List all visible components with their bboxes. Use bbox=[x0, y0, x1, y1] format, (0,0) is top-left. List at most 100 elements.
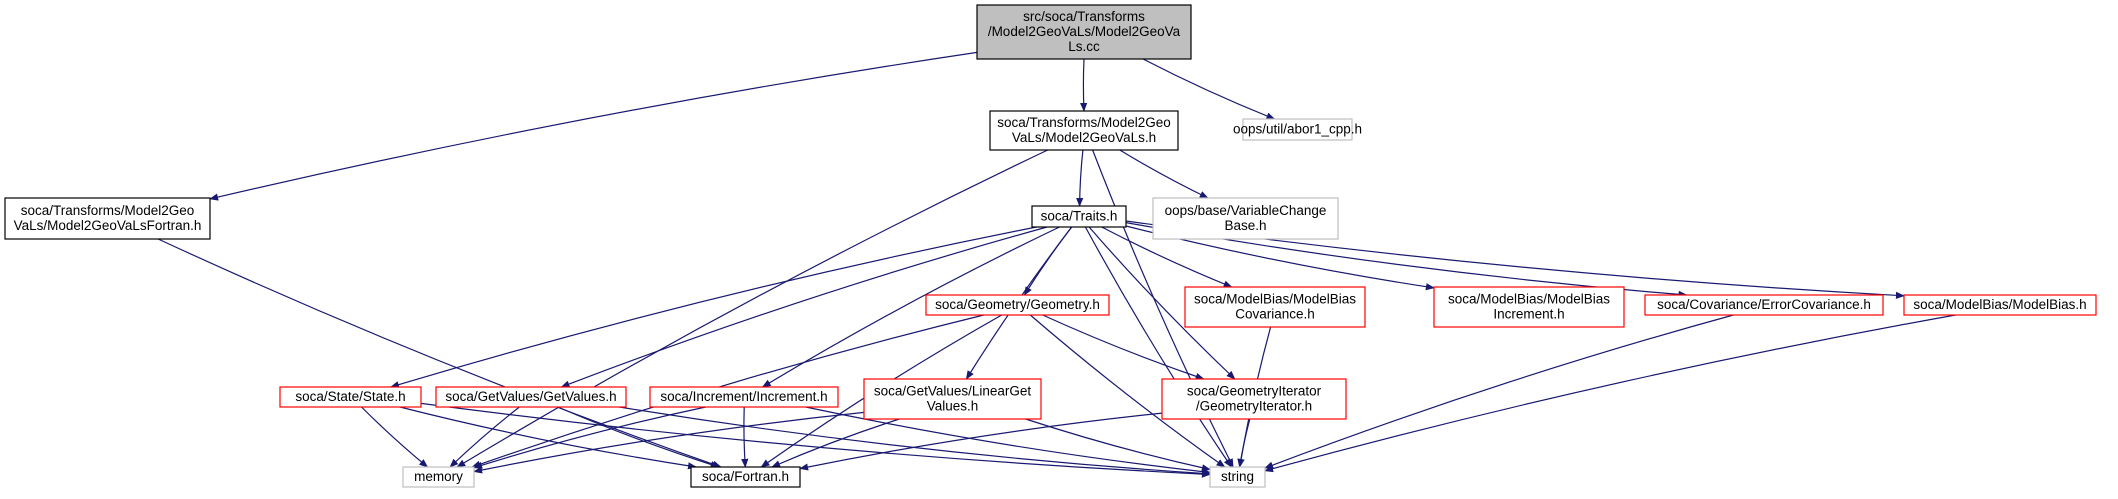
edge-increment-to-string bbox=[805, 406, 1211, 476]
edge-traits-to-increment bbox=[761, 226, 1060, 388]
edge-geometry-to-memory bbox=[471, 314, 984, 468]
edge-increment-to-memory bbox=[473, 406, 706, 469]
edge-errcov-to-string bbox=[1264, 314, 1734, 469]
edge-lineargv-to-memory bbox=[473, 411, 865, 474]
edge-lineargv-to-fortran bbox=[771, 418, 900, 468]
edge-geoiter-to-fortran bbox=[799, 412, 1163, 471]
node-fortranh-label-line-0: soca/Transforms/Model2Geo bbox=[21, 203, 195, 218]
edge-state-to-fortran bbox=[399, 406, 697, 470]
node-fortran-box bbox=[690, 466, 801, 488]
node-geometry[interactable]: soca/Geometry/Geometry.h bbox=[925, 294, 1110, 316]
edge-getvalues-to-memory bbox=[449, 406, 520, 468]
edge-geometry-to-string bbox=[1029, 314, 1226, 468]
edge-m2gh-to-memory bbox=[456, 149, 1048, 468]
edge-traits-to-mbcov bbox=[1101, 226, 1233, 288]
node-errcov-box bbox=[1644, 294, 1884, 316]
node-mbcov-label-line-1: Covariance.h bbox=[1235, 307, 1315, 322]
node-fortranh-label-line-1: VaLs/Model2GeoVaLsFortran.h bbox=[14, 218, 202, 233]
node-mbcov-label-line-0: soca/ModelBias/ModelBias bbox=[1194, 292, 1356, 307]
node-state-label-line-0: soca/State/State.h bbox=[295, 389, 405, 404]
node-string-box bbox=[1209, 466, 1266, 488]
node-state[interactable]: soca/State/State.h bbox=[279, 386, 422, 408]
node-root-label-line-2: Ls.cc bbox=[1068, 39, 1100, 54]
node-m2gh-label-line-0: soca/Transforms/Model2Geo bbox=[997, 115, 1171, 130]
edge-state-to-string bbox=[420, 402, 1211, 478]
node-getvalues-box bbox=[435, 386, 627, 408]
node-varchange-box bbox=[1152, 197, 1339, 240]
node-mb-box bbox=[1903, 294, 2097, 316]
edge-mb-to-string bbox=[1264, 314, 1956, 473]
node-lineargv-label-line-1: Values.h bbox=[927, 399, 979, 414]
edge-traits-to-getvalues bbox=[560, 226, 1048, 388]
node-root-label-line-0: src/soca/Transforms bbox=[1023, 9, 1145, 24]
edge-fortranh-to-fortran bbox=[157, 238, 722, 468]
node-m2gh-label-line-1: VaLs/Model2GeoVaLs.h bbox=[1012, 130, 1156, 145]
node-memory-box bbox=[402, 466, 475, 488]
node-varchange-label-line-1: Base.h bbox=[1224, 218, 1266, 233]
node-increment[interactable]: soca/Increment/Increment.h bbox=[649, 386, 839, 408]
edge-m2gh-to-string bbox=[1092, 149, 1234, 468]
edge-geoiter-to-string bbox=[1237, 418, 1251, 468]
node-mbinc-label-line-0: soca/ModelBias/ModelBias bbox=[1448, 292, 1610, 307]
edge-traits-to-geoiter bbox=[1088, 226, 1236, 380]
node-string-label-line-0: string bbox=[1221, 469, 1254, 484]
node-mbcov-box bbox=[1184, 286, 1366, 328]
edge-m2gh-to-traits bbox=[1076, 149, 1084, 207]
node-root[interactable]: src/soca/Transforms/Model2GeoVaLs/Model2… bbox=[976, 4, 1192, 60]
node-abort: oops/util/abor1_cpp.h bbox=[1233, 118, 1362, 141]
node-errcov[interactable]: soca/Covariance/ErrorCovariance.h bbox=[1644, 294, 1884, 316]
edge-root-to-m2gh bbox=[1080, 58, 1088, 112]
node-state-box bbox=[279, 386, 422, 408]
edge-traits-to-state bbox=[390, 226, 1037, 389]
node-root-box bbox=[976, 4, 1192, 60]
node-root-label-line-1: /Model2GeoVaLs/Model2GeoVa bbox=[988, 24, 1181, 39]
nodes-layer: src/soca/Transforms/Model2GeoVaLs/Model2… bbox=[4, 4, 2097, 488]
node-fortran-label-line-0: soca/Fortran.h bbox=[702, 469, 789, 484]
node-abort-box bbox=[1242, 118, 1353, 141]
node-geoiter-label-line-1: /GeometryIterator.h bbox=[1196, 399, 1312, 414]
node-traits[interactable]: soca/Traits.h bbox=[1031, 205, 1127, 228]
edge-increment-to-fortran bbox=[741, 406, 749, 468]
node-increment-label-line-0: soca/Increment/Increment.h bbox=[660, 389, 827, 404]
node-lineargv-box bbox=[863, 378, 1042, 420]
node-geoiter[interactable]: soca/GeometryIterator/GeometryIterator.h bbox=[1161, 378, 1347, 420]
node-varchange-label-line-0: oops/base/VariableChange bbox=[1165, 203, 1327, 218]
node-traits-label-line-0: soca/Traits.h bbox=[1041, 209, 1118, 224]
node-fortranh-box bbox=[4, 197, 211, 240]
edge-lineargv-to-string bbox=[1025, 418, 1211, 472]
edge-state-to-memory bbox=[361, 406, 429, 468]
node-geoiter-box bbox=[1161, 378, 1347, 420]
node-fortranh[interactable]: soca/Transforms/Model2GeoVaLs/Model2GeoV… bbox=[4, 197, 211, 240]
node-mb-label-line-0: soca/ModelBias/ModelBias.h bbox=[1913, 297, 2086, 312]
node-memory-label-line-0: memory bbox=[414, 469, 463, 484]
edge-geometry-to-geoiter bbox=[1042, 314, 1205, 380]
node-abort-label-line-0: oops/util/abor1_cpp.h bbox=[1233, 122, 1362, 137]
edge-m2gh-to-varchange bbox=[1119, 149, 1209, 199]
node-errcov-label-line-0: soca/Covariance/ErrorCovariance.h bbox=[1657, 297, 1871, 312]
node-getvalues-label-line-0: soca/GetValues/GetValues.h bbox=[445, 389, 616, 404]
node-traits-box bbox=[1031, 205, 1127, 228]
node-mbinc-label-line-1: Increment.h bbox=[1493, 307, 1564, 322]
node-memory: memory bbox=[402, 466, 475, 488]
node-getvalues[interactable]: soca/GetValues/GetValues.h bbox=[435, 386, 627, 408]
node-geometry-box bbox=[925, 294, 1110, 316]
edge-root-to-abort bbox=[1142, 58, 1276, 120]
edge-root-to-fortranh bbox=[209, 51, 978, 201]
edge-traits-to-string bbox=[1084, 226, 1232, 468]
node-geometry-label-line-0: soca/Geometry/Geometry.h bbox=[935, 297, 1100, 312]
node-mb[interactable]: soca/ModelBias/ModelBias.h bbox=[1903, 294, 2097, 316]
edge-getvalues-to-fortran bbox=[557, 406, 720, 468]
node-fortran[interactable]: soca/Fortran.h bbox=[690, 466, 801, 488]
node-mbinc-box bbox=[1433, 286, 1625, 328]
node-geoiter-label-line-0: soca/GeometryIterator bbox=[1187, 384, 1322, 399]
node-increment-box bbox=[649, 386, 839, 408]
node-string: string bbox=[1209, 466, 1266, 488]
node-lineargv-label-line-0: soca/GetValues/LinearGet bbox=[874, 384, 1032, 399]
node-m2gh[interactable]: soca/Transforms/Model2GeoVaLs/Model2GeoV… bbox=[989, 110, 1179, 151]
node-m2gh-box bbox=[989, 110, 1179, 151]
